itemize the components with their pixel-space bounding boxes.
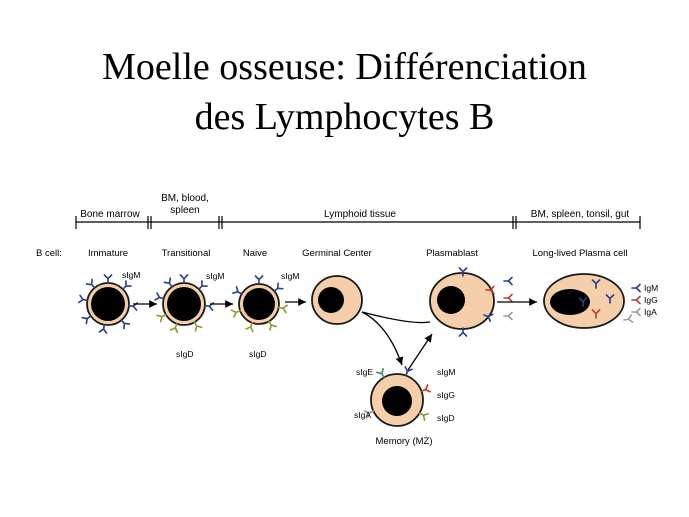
igm-receptor — [85, 278, 96, 289]
stage-transitional: Transitional — [162, 248, 211, 259]
stage-naive: Naive — [243, 248, 267, 259]
igg-receptor — [420, 384, 431, 393]
plasmablast-cell — [429, 272, 495, 330]
igd-receptor — [418, 412, 430, 421]
igm-secreted — [631, 283, 641, 293]
igm-antibody — [605, 294, 615, 304]
region-lymphoid-tissue: Lymphoid tissue — [324, 209, 396, 220]
igm-receptor — [103, 274, 113, 284]
igg-antibody — [503, 293, 513, 303]
igm-receptor — [78, 294, 89, 304]
igd-receptor — [156, 313, 167, 323]
stage-plasmablast: Plasmablast — [426, 248, 478, 259]
timeline-bar — [75, 216, 641, 229]
naive-receptors — [230, 275, 288, 333]
secreted-antibodies — [623, 283, 641, 323]
igg-antibody — [485, 285, 495, 295]
arrow-germinal-branch — [361, 311, 431, 324]
igm-receptor — [254, 275, 264, 285]
igm-antibody — [458, 327, 468, 337]
memory-cell — [370, 373, 424, 427]
igd-receptor — [230, 309, 242, 318]
stage-memory-mz: Memory (MZ) — [376, 436, 433, 447]
naive-cell — [238, 283, 280, 325]
stage-long-lived-plasma-cell: Long-lived Plasma cell — [532, 248, 627, 259]
igm-receptor — [404, 366, 413, 377]
igm-receptor — [273, 282, 284, 292]
label-sigm-transitional: sIgM — [206, 271, 224, 281]
label-sigd-transitional: sIgD — [176, 349, 193, 359]
slide-title-line1: Moelle osseuse: Différenciation — [102, 46, 587, 88]
region-bm-blood-line1: BM, blood, — [161, 193, 209, 204]
igm-antibody — [578, 297, 588, 307]
igm-receptor — [122, 280, 132, 290]
label-sigd-memory: sIgD — [437, 413, 454, 423]
igm-antibody — [458, 267, 468, 277]
differentiation-arrows — [133, 298, 537, 371]
iga-secreted — [623, 314, 634, 323]
igm-receptor — [98, 323, 108, 334]
label-iga: IgA — [644, 307, 657, 317]
igd-receptor — [268, 320, 277, 331]
igm-antibody — [483, 313, 494, 322]
igd-receptor — [245, 321, 254, 333]
label-sige: sIgE — [356, 367, 373, 377]
igd-receptor — [193, 321, 203, 332]
label-sigm-immature: sIgM — [122, 270, 140, 280]
igm-receptor — [198, 280, 208, 290]
igd-receptor — [277, 304, 288, 314]
transitional-cell — [162, 282, 206, 326]
igm-receptor — [154, 292, 165, 301]
iga-receptor — [363, 410, 375, 419]
ige-receptor — [376, 367, 385, 379]
igm-receptor — [163, 277, 173, 288]
b-cell-row-label: B cell: — [36, 248, 62, 259]
iga-secreted — [631, 307, 641, 317]
igm-antibody — [591, 279, 601, 289]
label-sigm-memory: sIgM — [437, 367, 455, 377]
plasmablast-antibodies — [458, 267, 513, 337]
igg-antibody — [591, 309, 601, 319]
igm-receptor — [81, 315, 92, 325]
immature-sigm-receptors — [78, 274, 139, 334]
igd-receptor — [169, 322, 179, 334]
stage-germinal-center: Germinal Center — [302, 248, 372, 259]
arrow-germinal-to-memory — [361, 311, 404, 366]
germinal-center-cell — [311, 275, 363, 325]
plasma-cell-antibodies — [578, 279, 615, 319]
stage-immature: Immature — [88, 248, 128, 259]
igm-receptor — [232, 286, 243, 295]
label-igg: IgG — [644, 295, 658, 305]
memory-receptors — [363, 366, 431, 421]
label-siga: sIgA — [354, 410, 371, 420]
slide-title-line2: des Lymphocytes B — [194, 96, 495, 138]
arrow-memory-to-plasmablast — [407, 333, 433, 371]
igm-antibody — [503, 276, 513, 286]
iga-antibody — [503, 311, 513, 321]
label-igm: IgM — [644, 283, 658, 293]
label-sigm-naive: sIgM — [281, 271, 299, 281]
igg-secreted — [631, 295, 641, 305]
igm-receptor — [179, 274, 189, 284]
igm-receptor — [120, 319, 131, 330]
region-bm-spleen-tonsil-gut: BM, spleen, tonsil, gut — [531, 209, 630, 220]
region-bm-blood-line2: spleen — [170, 205, 199, 216]
label-sigg: sIgG — [437, 390, 455, 400]
label-sigd-naive: sIgD — [249, 349, 266, 359]
region-bone-marrow: Bone marrow — [80, 209, 140, 220]
